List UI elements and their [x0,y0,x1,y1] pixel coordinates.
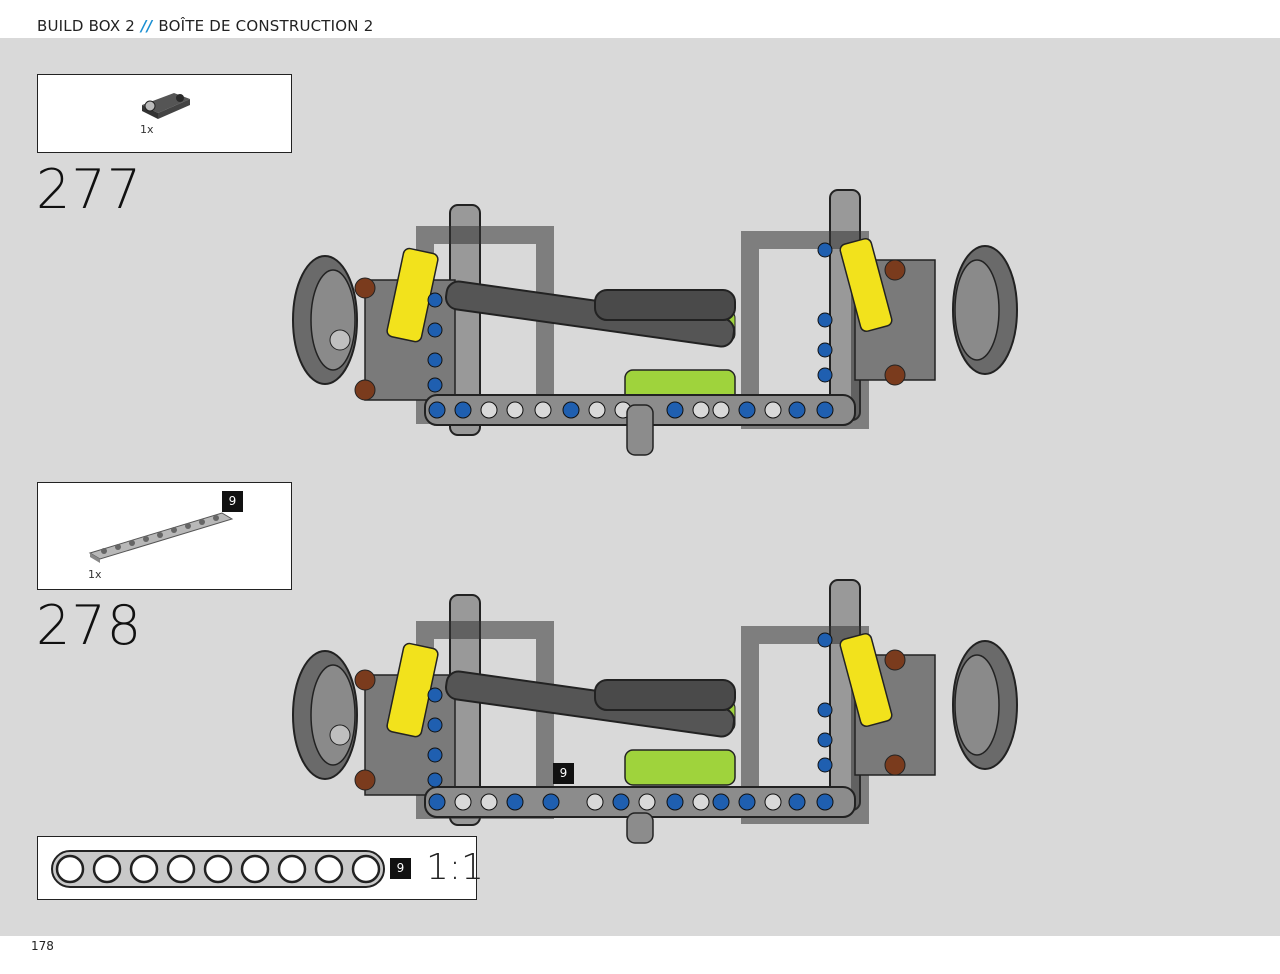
connector-part-icon [142,93,190,119]
scale-reference-box: 9 1:1 [37,836,484,900]
step-278-part-length-badge: 9 [222,491,243,512]
header-separator: // [141,17,153,35]
beam-part-icon [88,512,234,563]
step-277-qty: 1x [140,123,154,136]
step-277-number: 277 [36,158,143,221]
step-278-number: 278 [36,594,143,657]
chassis-model-step-277 [292,189,1018,456]
header-title: BUILD BOX 2 // BOÎTE DE CONSTRUCTION 2 [37,17,373,35]
page-number: 178 [31,939,54,953]
step-278-qty: 1x [88,568,102,581]
scale-length-badge: 9 [390,858,411,879]
chassis-model-step-278 [292,579,1018,844]
step-277-parts-box: 1x [37,74,292,153]
header-title-fr: BOÎTE DE CONSTRUCTION 2 [158,17,374,35]
page-footer [0,936,1280,974]
header-title-en: BUILD BOX 2 [37,17,136,35]
page-header: BUILD BOX 2 // BOÎTE DE CONSTRUCTION 2 [0,0,1280,38]
step-278-callout-length-badge: 9 [553,763,574,784]
scale-label: 1:1 [426,847,484,888]
beam-length-9-icon [51,850,385,888]
step-278-parts-box: 9 1x [37,482,292,590]
